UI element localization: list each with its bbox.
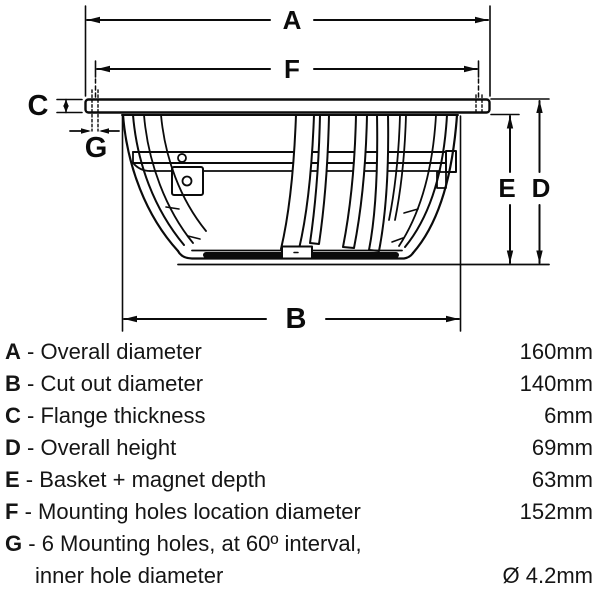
arrowhead [536, 250, 543, 264]
dim-label-B: B [286, 303, 307, 335]
basket-rib [368, 114, 390, 252]
legend-separator: - [18, 499, 39, 524]
mounting-hole-hidden-lines [91, 89, 483, 132]
legend-letter: F [5, 499, 19, 524]
dimension-legend: A - Overall diameter 160mm B - Cut out d… [0, 336, 600, 592]
legend-letter: A [5, 339, 21, 364]
legend-row-B: B - Cut out diameter 140mm [0, 368, 600, 400]
arrowhead [99, 128, 109, 134]
dim-label-C: C [28, 90, 49, 122]
basket-outer-wall-right [411, 113, 459, 255]
dimension-A: A [84, 5, 491, 97]
arrowhead [446, 315, 459, 323]
basket-rib [309, 114, 330, 245]
legend-value: Ø 4.2mm [502, 563, 593, 588]
arrowhead [506, 250, 514, 264]
legend-value: 152mm [519, 499, 593, 524]
legend-separator: - [19, 467, 40, 492]
arrowhead [475, 16, 488, 24]
basket-rib-center [280, 114, 315, 250]
speaker-basket [121, 113, 459, 260]
legend-letter: C [5, 403, 21, 428]
arrowhead [63, 99, 69, 107]
legend-separator: - [20, 403, 41, 428]
legend-separator: - [20, 435, 41, 460]
arrowhead [81, 128, 91, 134]
dim-label-D: D [532, 173, 551, 203]
legend-separator: - [20, 371, 41, 396]
legend-row-D: D - Overall height 69mm [0, 432, 600, 464]
legend-value: 6mm [544, 403, 593, 428]
legend-separator: - [22, 531, 42, 556]
flange [84, 89, 491, 132]
dim-label-A: A [283, 5, 302, 35]
dim-label-F: F [284, 54, 300, 84]
legend-separator: - [20, 339, 41, 364]
legend-letter: E [5, 467, 20, 492]
legend-desc: Mounting holes location diameter [38, 499, 361, 524]
dim-label-G: G [85, 132, 108, 164]
dimension-B: B [121, 115, 462, 335]
legend-desc: Basket + magnet depth [39, 467, 267, 492]
legend-row-F: F - Mounting holes location diameter 152… [0, 496, 600, 528]
arrowhead [464, 65, 477, 73]
dimension-C: C [28, 90, 83, 122]
dimension-F: F [94, 54, 480, 98]
legend-row-E: E - Basket + magnet depth 63mm [0, 464, 600, 496]
basket-outer-wall-left [121, 113, 180, 253]
legend-letter: D [5, 435, 21, 460]
arrowhead [536, 100, 543, 113]
legend-letter: B [5, 371, 21, 396]
legend-desc: Overall diameter [40, 339, 202, 364]
legend-row-G: G - 6 Mounting holes, at 60º interval, [0, 528, 600, 560]
legend-row-A: A - Overall diameter 160mm [0, 336, 600, 368]
legend-letter: G [5, 531, 23, 556]
dimension-G: G [69, 128, 120, 164]
terminal-hole-lower [181, 175, 193, 187]
speaker-dimension-diagram: A F C G [28, 5, 551, 335]
arrowhead [124, 315, 137, 323]
bowl-inner-curve [398, 114, 437, 247]
arrowhead [63, 105, 69, 113]
legend-row-G-continued: inner hole diameter Ø 4.2mm [0, 560, 600, 592]
legend-desc: Cut out diameter [40, 371, 204, 396]
legend-row-C: C - Flange thickness 6mm [0, 400, 600, 432]
arrowhead [87, 16, 100, 24]
legend-desc: Overall height [40, 435, 177, 460]
arrowhead [506, 115, 514, 129]
legend-value: 69mm [531, 435, 593, 460]
terminal-hole-upper [177, 153, 187, 163]
legend-desc: Flange thickness [40, 403, 206, 428]
legend-value: 63mm [531, 467, 593, 492]
legend-desc: inner hole diameter [35, 563, 224, 588]
legend-value: 160mm [519, 339, 593, 364]
legend-desc: 6 Mounting holes, at 60º interval, [41, 531, 362, 556]
bowl-inner-curve [160, 114, 207, 232]
legend-value: 140mm [519, 371, 593, 396]
dim-label-E: E [498, 173, 515, 203]
basket-rib [342, 114, 368, 249]
bowl-inner-curve [143, 114, 194, 244]
arrowhead [97, 65, 110, 73]
dimension-E-D: E D [177, 98, 551, 266]
